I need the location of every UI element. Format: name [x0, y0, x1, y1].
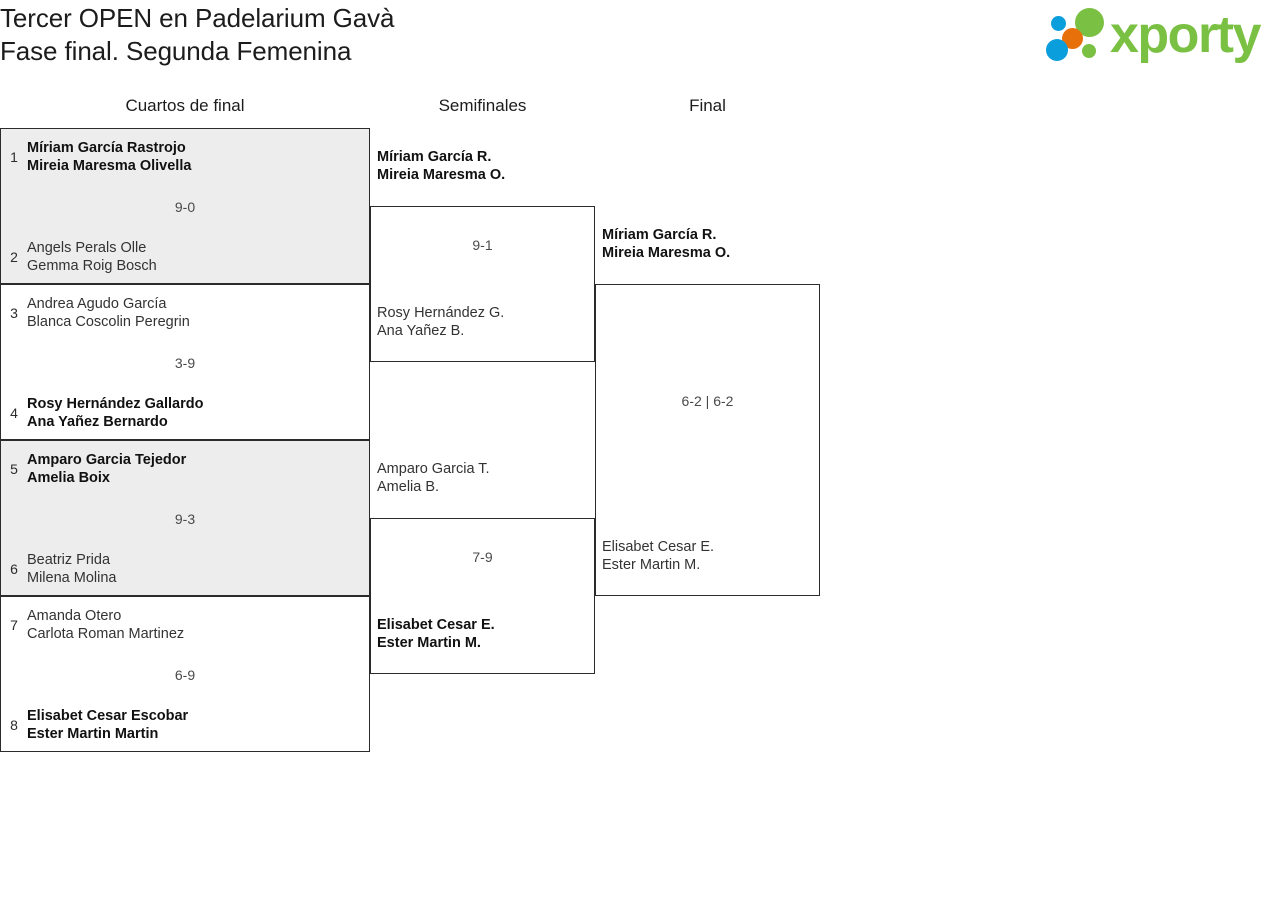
round-header-semi-finals: Semifinales [438, 96, 527, 115]
match-team-bottom[interactable]: Elisabet Cesar E. Ester Martin M. [377, 616, 495, 652]
match-box-qf-1[interactable]: 1 Míriam García Rastrojo Mireia Maresma … [0, 128, 370, 284]
seed-number: 4 [10, 405, 18, 421]
team-names: Beatriz Prida Milena Molina [27, 551, 116, 587]
player-name-1: Rosy Hernández G. [377, 305, 505, 321]
player-name-2: Ester Martin M. [377, 635, 481, 651]
match-team-top[interactable]: 1 Míriam García Rastrojo Mireia Maresma … [1, 137, 369, 177]
match-score: 9-0 [174, 199, 196, 215]
team-names: Rosy Hernández Gallardo Ana Yañez Bernar… [27, 395, 203, 431]
logo-dot-orange [1062, 28, 1083, 49]
player-name-1: Elisabet Cesar E. [602, 539, 715, 555]
player-name-2: Mireia Maresma Olivella [27, 158, 192, 174]
player-name-1: Amparo Garcia Tejedor [27, 452, 187, 468]
match-score: 6-9 [174, 667, 196, 683]
player-name-2: Mireia Maresma O. [602, 245, 731, 261]
team-names: Amanda Otero Carlota Roman Martinez [27, 607, 184, 643]
team-names: Angels Perals Olle Gemma Roig Bosch [27, 239, 157, 275]
seed-number: 5 [10, 461, 18, 477]
match-score: 9-3 [174, 511, 196, 527]
match-box-final[interactable]: 6-2 | 6-2 [595, 284, 820, 596]
player-name-1: Míriam García Rastrojo [27, 140, 186, 156]
player-name-2: Amelia B. [377, 479, 440, 495]
seed-number: 1 [10, 149, 18, 165]
player-name-1: Elisabet Cesar E. [377, 617, 495, 633]
match-score: 3-9 [174, 355, 196, 371]
match-team-bottom[interactable]: Elisabet Cesar E. Ester Martin M. [602, 538, 714, 574]
logo-dots-icon [1046, 8, 1118, 62]
player-name-1: Beatriz Prida [27, 552, 111, 568]
player-name-2: Blanca Coscolin Peregrin [27, 314, 190, 330]
match-team-top[interactable]: Amparo Garcia T. Amelia B. [377, 460, 490, 496]
player-name-1: Míriam García R. [602, 227, 717, 243]
match-team-top[interactable]: 3 Andrea Agudo García Blanca Coscolin Pe… [1, 293, 369, 333]
logo-dot-green-small [1082, 44, 1096, 58]
player-name-2: Ester Martin Martin [27, 726, 159, 742]
seed-number: 2 [10, 249, 18, 265]
player-name-1: Amanda Otero [27, 608, 122, 624]
player-name-1: Rosy Hernández Gallardo [27, 396, 204, 412]
logo-wordmark: xporty [1110, 6, 1261, 64]
page-title: Tercer OPEN en Padelarium Gavà Fase fina… [0, 2, 394, 68]
match-team-top[interactable]: Míriam García R. Mireia Maresma O. [377, 148, 505, 184]
player-name-1: Angels Perals Olle [27, 240, 147, 256]
player-name-1: Amparo Garcia T. [377, 461, 490, 477]
match-team-bottom[interactable]: 4 Rosy Hernández Gallardo Ana Yañez Bern… [1, 393, 369, 433]
player-name-2: Milena Molina [27, 570, 117, 586]
bracket-grid: 1 Míriam García Rastrojo Mireia Maresma … [0, 128, 820, 752]
match-team-top[interactable]: Míriam García R. Mireia Maresma O. [602, 226, 730, 262]
player-name-2: Mireia Maresma O. [377, 167, 506, 183]
title-line-2: Fase final. Segunda Femenina [0, 36, 352, 66]
team-names: Amparo Garcia Tejedor Amelia Boix [27, 451, 186, 487]
match-team-bottom[interactable]: Rosy Hernández G. Ana Yañez B. [377, 304, 504, 340]
team-names: Andrea Agudo García Blanca Coscolin Pere… [27, 295, 190, 331]
player-name-2: Ester Martin M. [602, 557, 701, 573]
match-team-bottom[interactable]: 2 Angels Perals Olle Gemma Roig Bosch [1, 237, 369, 277]
player-name-2: Gemma Roig Bosch [27, 258, 157, 274]
match-box-qf-4[interactable]: 7 Amanda Otero Carlota Roman Martinez 6-… [0, 596, 370, 752]
seed-number: 6 [10, 561, 18, 577]
player-name-2: Amelia Boix [27, 470, 110, 486]
title-line-1: Tercer OPEN en Padelarium Gavà [0, 3, 395, 33]
player-name-1: Andrea Agudo García [27, 296, 167, 312]
player-name-2: Carlota Roman Martinez [27, 626, 185, 642]
match-team-bottom[interactable]: 6 Beatriz Prida Milena Molina [1, 549, 369, 589]
page-header: Tercer OPEN en Padelarium Gavà Fase fina… [0, 0, 1280, 74]
match-box-qf-2[interactable]: 3 Andrea Agudo García Blanca Coscolin Pe… [0, 284, 370, 440]
match-score: 7-9 [472, 549, 493, 565]
round-header-final: Final [689, 96, 726, 115]
match-score: 6-2 | 6-2 [681, 393, 734, 409]
match-team-top[interactable]: 5 Amparo Garcia Tejedor Amelia Boix [1, 449, 369, 489]
player-name-1: Míriam García R. [377, 149, 492, 165]
seed-number: 8 [10, 717, 18, 733]
match-box-sf-1[interactable]: 9-1 [370, 206, 595, 362]
xporty-logo[interactable]: xporty [1046, 6, 1274, 66]
match-box-qf-3[interactable]: 5 Amparo Garcia Tejedor Amelia Boix 9-3 … [0, 440, 370, 596]
player-name-2: Ana Yañez Bernardo [27, 414, 168, 430]
seed-number: 7 [10, 617, 18, 633]
team-names: Elisabet Cesar Escobar Ester Martin Mart… [27, 707, 188, 743]
match-score: 9-1 [472, 237, 493, 253]
match-team-top[interactable]: 7 Amanda Otero Carlota Roman Martinez [1, 605, 369, 645]
round-header-quarter-finals: Cuartos de final [125, 96, 245, 115]
match-box-sf-2[interactable]: 7-9 [370, 518, 595, 674]
seed-number: 3 [10, 305, 18, 321]
team-names: Míriam García Rastrojo Mireia Maresma Ol… [27, 139, 191, 175]
player-name-1: Elisabet Cesar Escobar [27, 708, 189, 724]
logo-dot-blue-large [1046, 39, 1068, 61]
logo-dot-blue-small [1051, 16, 1066, 31]
player-name-2: Ana Yañez B. [377, 323, 465, 339]
match-team-bottom[interactable]: 8 Elisabet Cesar Escobar Ester Martin Ma… [1, 705, 369, 745]
